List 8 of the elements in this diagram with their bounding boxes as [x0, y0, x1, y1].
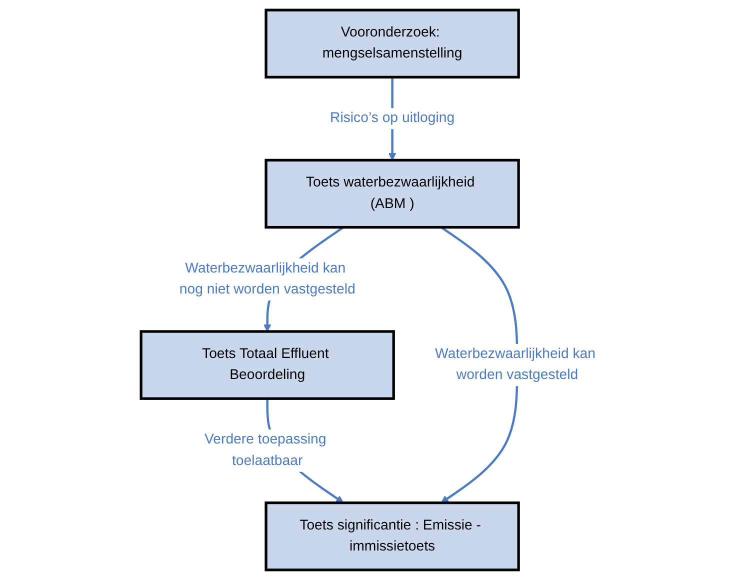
node-box: Toets waterbezwaarlijkheid (ABM ) [264, 158, 520, 229]
edge-label: Verdere toepassing toelaatbaar [204, 432, 326, 468]
edge-label: Waterbezwaarlijkheid kan worden vastgesteld [434, 346, 596, 383]
node-box: Vooronderzoek: mengselsamenstelling [264, 8, 520, 78]
edge-label: Risico’s op uitloging [330, 110, 454, 126]
node-box: Toets Totaal Effluent Beoordeling [139, 330, 395, 400]
edge-label: Waterbezwaarlijkheid kan nog niet worden vastgesteld [179, 260, 356, 298]
node-box: Toets significantie : Emissie - immissietoets [264, 501, 520, 572]
